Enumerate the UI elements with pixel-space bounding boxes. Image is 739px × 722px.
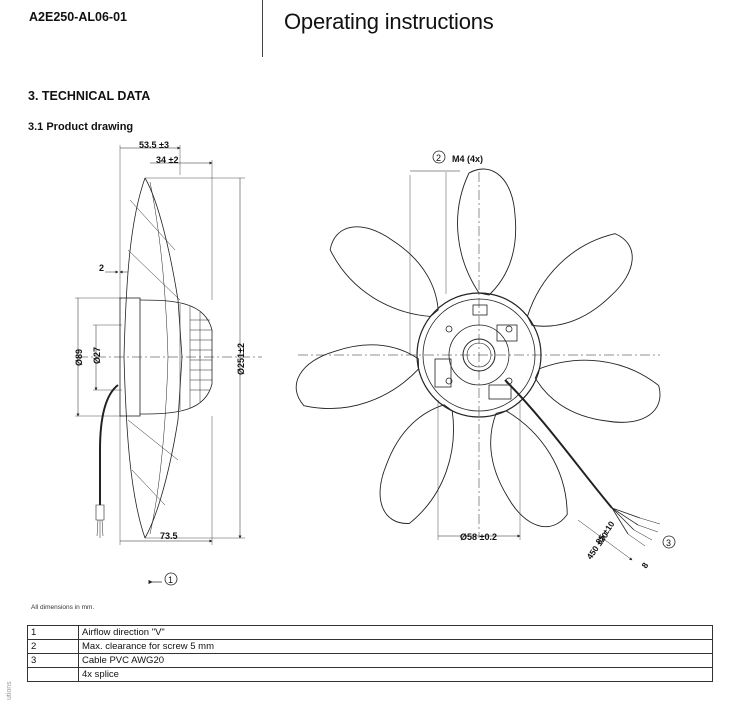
dim-fan-diameter: Ø251±2: [236, 343, 246, 375]
dim-gap: 2: [99, 263, 104, 273]
dim-mounting-diameter: Ø58 ±0.2: [460, 532, 497, 542]
dim-motor-diameter: Ø89: [74, 349, 84, 366]
dim-overall-depth: 53.5 ±3: [139, 140, 169, 150]
product-drawing: 53.5 ±3 34 ±2 2 Ø89 Ø27 Ø251±2 73.5 1: [74, 140, 676, 586]
document-code: A2E250-AL06-01: [29, 10, 127, 24]
callout-cable: 3: [666, 538, 671, 548]
note-text: Airflow direction "V": [78, 625, 713, 640]
note-text: Max. clearance for screw 5 mm: [78, 639, 713, 654]
table-row: 2 Max. clearance for screw 5 mm: [27, 639, 713, 654]
dimension-note: All dimensions in mm.: [31, 604, 95, 611]
side-view: [75, 145, 262, 545]
dim-screw-thread: M4 (4x): [452, 154, 483, 164]
note-text: 4x splice: [78, 667, 713, 682]
callout-airflow: 1: [168, 575, 173, 585]
table-row: 3 Cable PVC AWG20: [27, 653, 713, 668]
subsection-heading: 3.1 Product drawing: [28, 121, 134, 133]
section-heading: 3. TECHNICAL DATA: [28, 89, 151, 103]
table-row: 4x splice: [27, 667, 713, 682]
dim-hub-depth: 34 ±2: [156, 155, 178, 165]
document-title: Operating instructions: [284, 9, 494, 34]
note-number: 3: [27, 653, 79, 668]
dim-strip-length: 8: [639, 560, 650, 570]
dim-shaft-diameter: Ø27: [92, 347, 102, 364]
dim-overall-length: 73.5: [160, 531, 178, 541]
header-divider: [262, 0, 263, 57]
margin-mark: utions: [6, 681, 13, 700]
note-number: 1: [27, 625, 79, 640]
table-row: 1 Airflow direction "V": [27, 625, 713, 640]
front-view: [289, 168, 666, 561]
note-number: 2: [27, 639, 79, 654]
note-number: [27, 667, 79, 682]
note-text: Cable PVC AWG20: [78, 653, 713, 668]
notes-table: 1 Airflow direction "V" 2 Max. clearance…: [27, 625, 713, 682]
callout-clearance: 2: [436, 153, 441, 163]
